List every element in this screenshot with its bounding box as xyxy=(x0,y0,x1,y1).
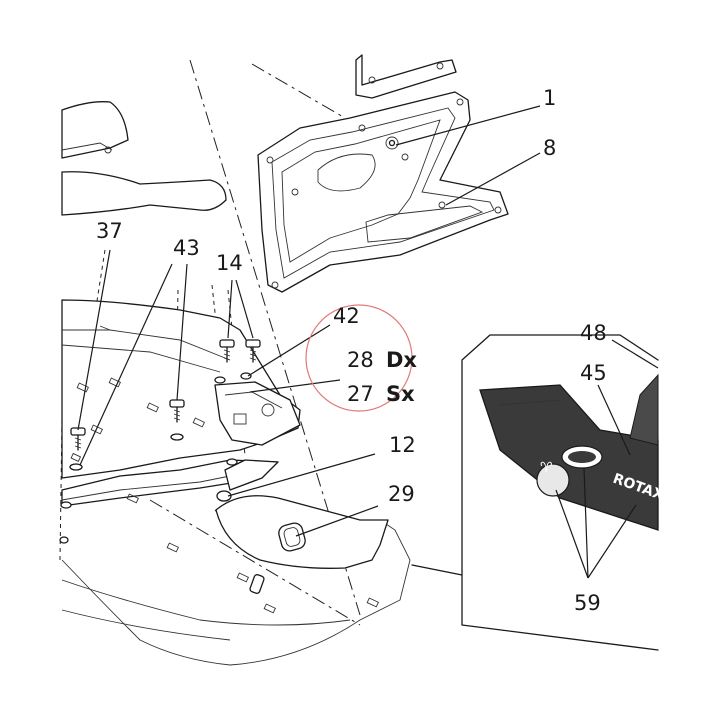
callout-42: 42 xyxy=(333,304,360,328)
bracket-plate xyxy=(214,381,301,446)
callout-27-side: Sx xyxy=(386,382,415,406)
washers-42 xyxy=(214,372,252,384)
grommet-29 xyxy=(278,522,306,552)
callout-29: 29 xyxy=(388,482,415,506)
callout-43: 43 xyxy=(173,236,200,260)
callout-45: 45 xyxy=(580,361,607,385)
fasteners xyxy=(59,339,261,544)
highlight-circle xyxy=(305,304,413,412)
callout-28-side: Dx xyxy=(386,348,417,372)
callout-59: 59 xyxy=(574,591,601,615)
callout-37: 37 xyxy=(96,219,123,243)
nut-12 xyxy=(216,458,238,502)
callout-27: 27 xyxy=(347,382,374,406)
callout-14: 14 xyxy=(216,251,243,275)
cover-plate-assembly xyxy=(257,91,509,293)
leader-lines xyxy=(77,105,659,579)
callout-28: 28 xyxy=(347,348,374,372)
decal-logo-glyph: ♈ xyxy=(540,460,553,476)
panel-slots xyxy=(70,377,379,614)
callout-48: 48 xyxy=(580,321,607,345)
detail-inset: ♈ ROTAX VIRO xyxy=(411,334,707,651)
callout-12: 12 xyxy=(389,433,416,457)
callout-labels: 1 8 37 43 14 42 28 Dx 27 Sx 12 29 48 45 … xyxy=(96,86,607,615)
top-bracket-fragment xyxy=(355,54,457,99)
screw-37 xyxy=(59,427,86,544)
screws-14 xyxy=(219,339,261,363)
callout-8: 8 xyxy=(543,136,556,160)
callout-1: 1 xyxy=(543,86,556,110)
